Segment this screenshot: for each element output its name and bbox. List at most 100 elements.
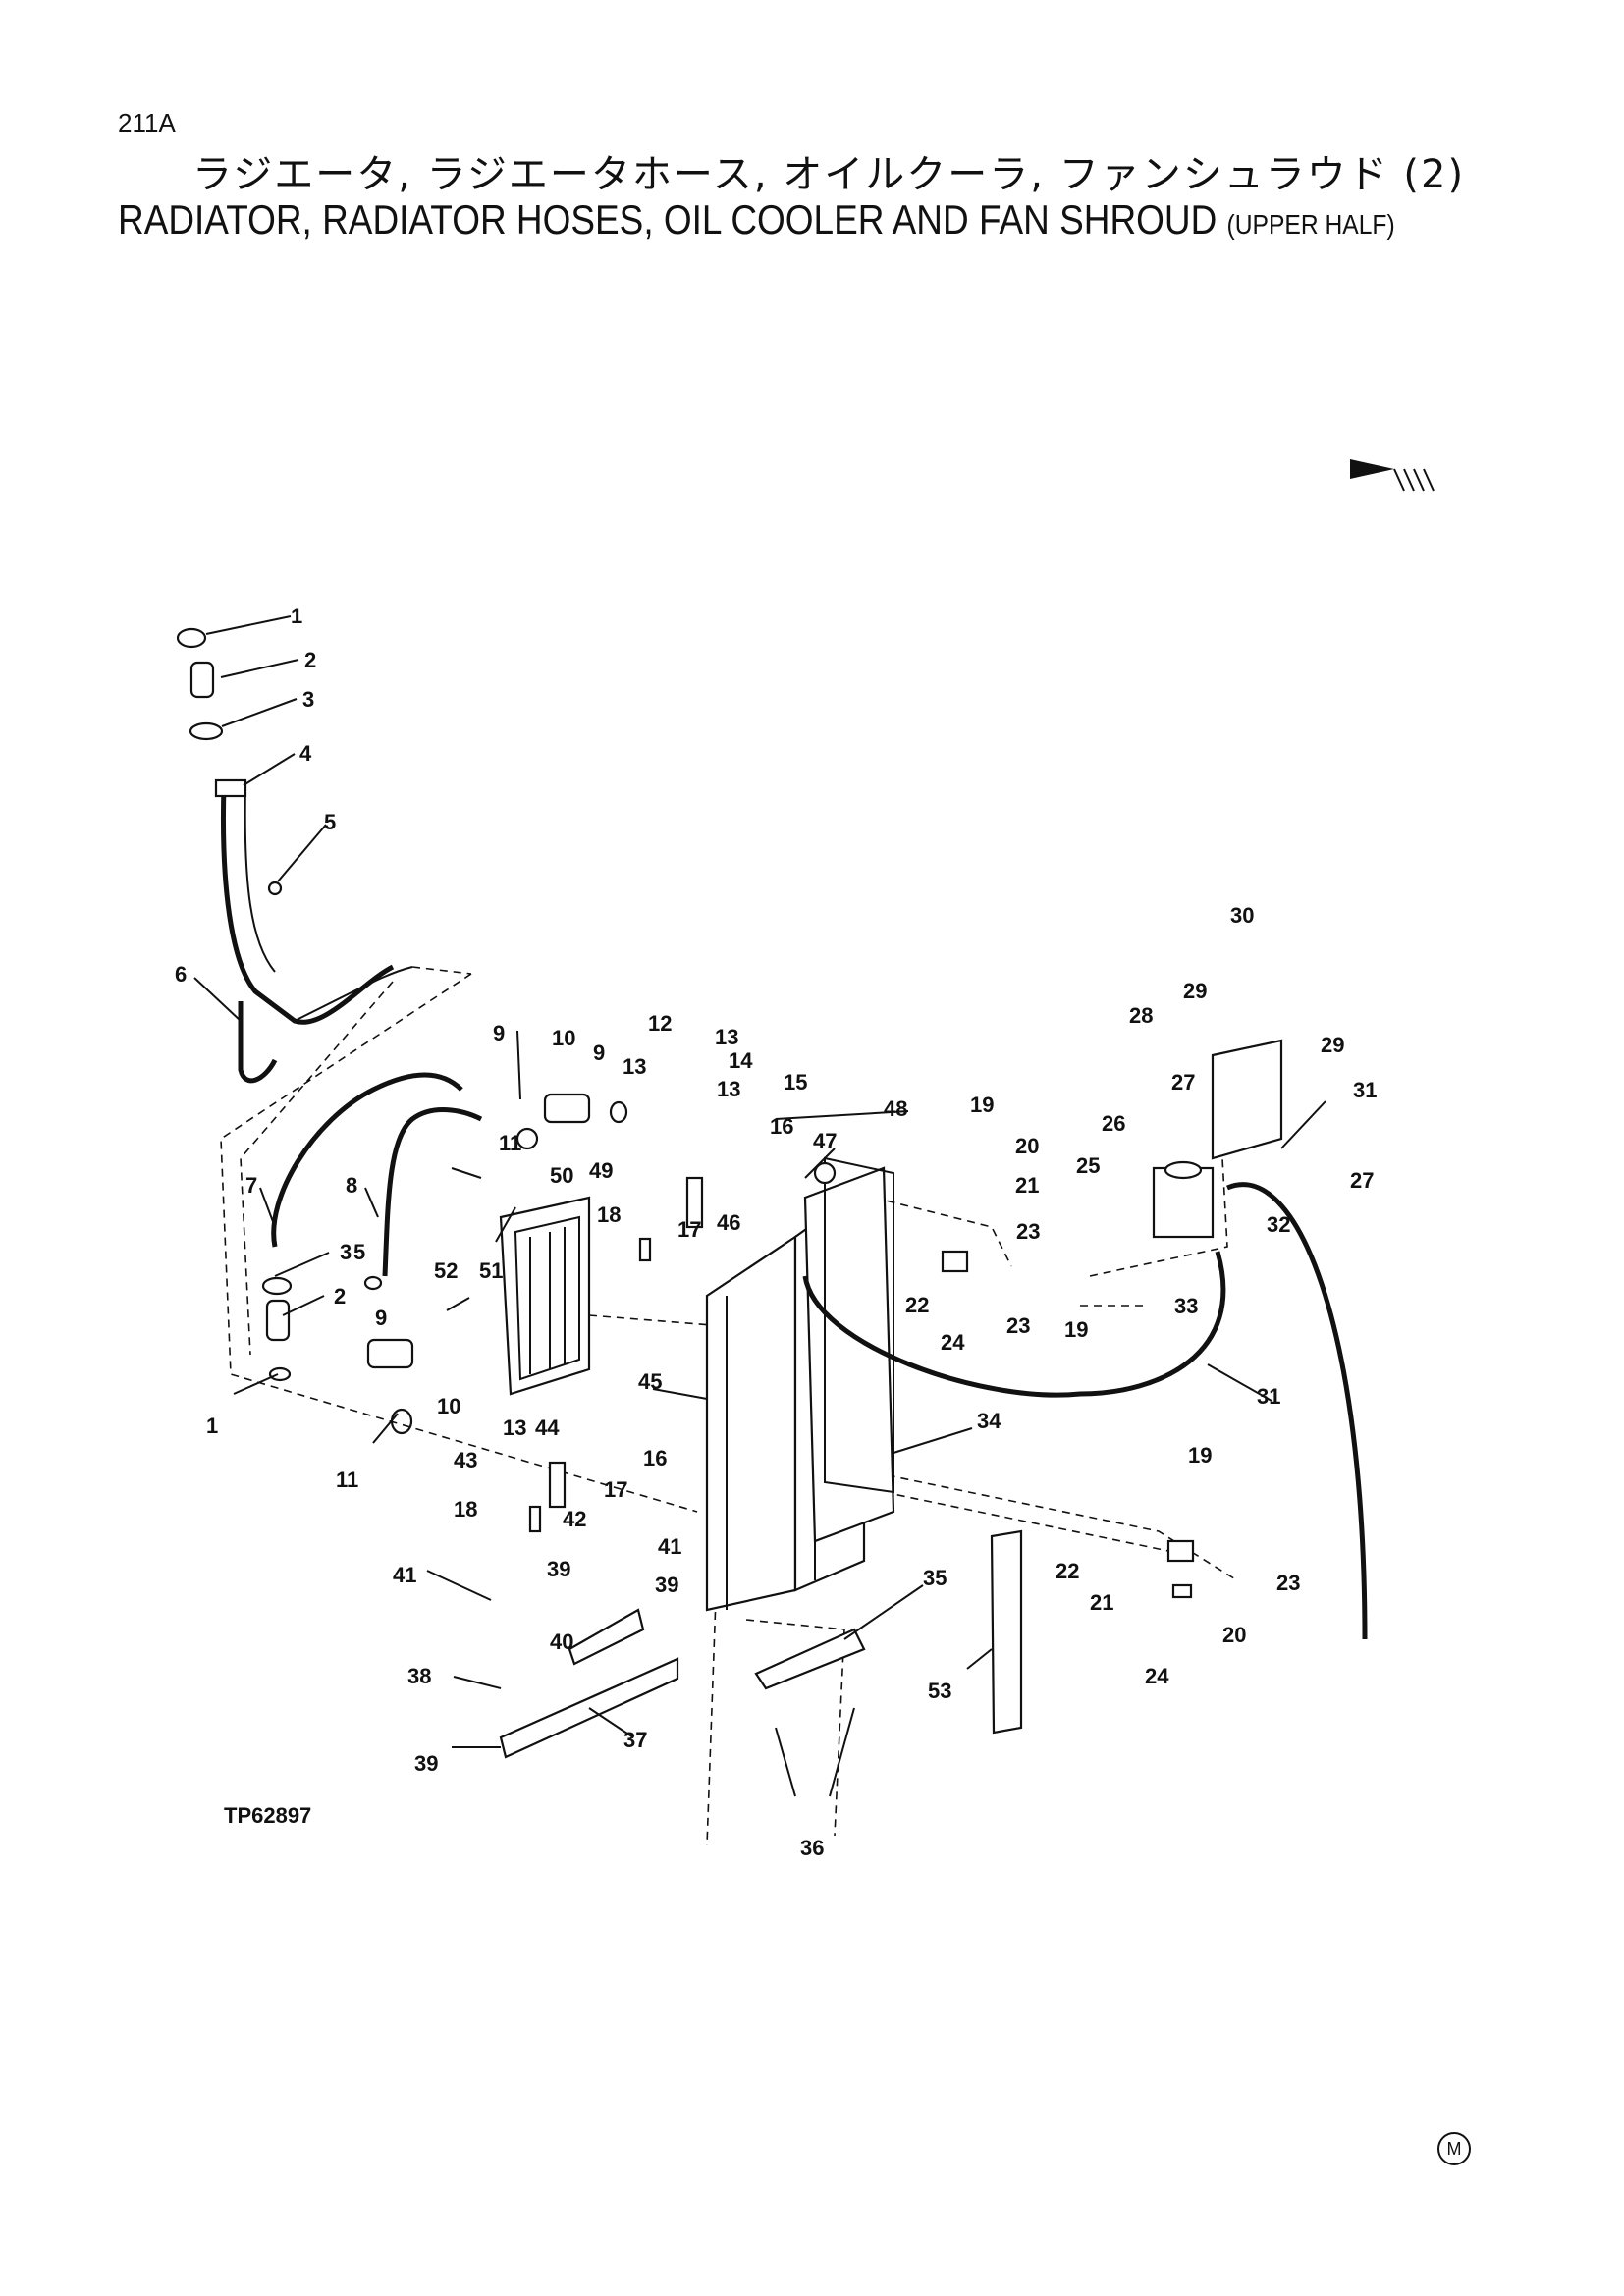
callout-17: 17 bbox=[677, 1217, 701, 1242]
callout-20b: 20 bbox=[1222, 1623, 1246, 1647]
mount-brackets bbox=[528, 1176, 1195, 1599]
callout-5b: 5 bbox=[353, 1240, 365, 1264]
callout-13d: 13 bbox=[503, 1415, 526, 1440]
callout-42: 42 bbox=[563, 1507, 586, 1531]
callout-10: 10 bbox=[552, 1026, 575, 1050]
callout-41a: 41 bbox=[393, 1563, 416, 1587]
callout-28: 28 bbox=[1129, 1003, 1153, 1028]
callout-9c: 9 bbox=[375, 1306, 387, 1330]
callout-43: 43 bbox=[454, 1448, 477, 1472]
front-direction-arrow-icon bbox=[1350, 459, 1435, 492]
callout-39c: 39 bbox=[655, 1573, 678, 1597]
page-code: 211A bbox=[118, 108, 176, 137]
callout-44: 44 bbox=[535, 1415, 560, 1440]
callout-14: 14 bbox=[729, 1048, 753, 1073]
callout-35: 35 bbox=[923, 1566, 947, 1590]
leader-lines bbox=[193, 615, 1326, 1797]
callout-38: 38 bbox=[407, 1664, 431, 1688]
callout-9: 9 bbox=[493, 1021, 505, 1045]
title-english: RADIATOR, RADIATOR HOSES, OIL COOLER AND… bbox=[118, 196, 1395, 243]
drawing-code: TP62897 bbox=[224, 1803, 312, 1828]
callout-1b: 1 bbox=[206, 1414, 218, 1438]
callout-21b: 21 bbox=[1090, 1590, 1113, 1615]
callout-13a: 13 bbox=[715, 1025, 738, 1049]
oil-cooler-shroud bbox=[803, 1156, 895, 1543]
callout-6: 6 bbox=[175, 962, 187, 987]
callout-37: 37 bbox=[623, 1728, 647, 1752]
callout-31a: 31 bbox=[1353, 1078, 1377, 1102]
callout-labels: 1 2 3 4 5 6 7 8 9 10 9 11 12 13 13 14 13… bbox=[175, 604, 1377, 1860]
callout-48: 48 bbox=[884, 1096, 907, 1121]
callout-49: 49 bbox=[589, 1158, 613, 1183]
callout-36: 36 bbox=[800, 1836, 824, 1860]
callout-3b: 3 bbox=[340, 1240, 352, 1264]
callout-16b: 16 bbox=[643, 1446, 667, 1470]
callout-27a: 27 bbox=[1171, 1070, 1195, 1095]
callout-30: 30 bbox=[1230, 903, 1254, 928]
title-english-main: RADIATOR, RADIATOR HOSES, OIL COOLER AND… bbox=[118, 196, 1218, 242]
callout-21a: 21 bbox=[1015, 1173, 1039, 1198]
callout-4: 4 bbox=[299, 741, 312, 766]
callout-15: 15 bbox=[784, 1070, 807, 1095]
callout-9b: 9 bbox=[593, 1041, 605, 1065]
callout-41b: 41 bbox=[658, 1534, 681, 1559]
callout-5: 5 bbox=[324, 810, 336, 834]
reservoir-tank bbox=[1152, 1039, 1283, 1239]
callout-31b: 31 bbox=[1257, 1384, 1280, 1409]
callout-23a: 23 bbox=[1016, 1219, 1040, 1244]
screen-panel bbox=[499, 1196, 591, 1396]
callout-17b: 17 bbox=[604, 1477, 627, 1502]
callout-10b: 10 bbox=[437, 1394, 460, 1418]
callout-29b: 29 bbox=[1321, 1033, 1344, 1057]
callout-24a: 24 bbox=[941, 1330, 965, 1355]
callout-39a: 39 bbox=[414, 1751, 438, 1776]
callout-2: 2 bbox=[304, 648, 316, 672]
callout-46: 46 bbox=[717, 1210, 740, 1235]
callout-34: 34 bbox=[977, 1409, 1001, 1433]
callout-23c: 23 bbox=[1276, 1571, 1300, 1595]
callout-50: 50 bbox=[550, 1163, 573, 1188]
callout-20a: 20 bbox=[1015, 1134, 1039, 1158]
lower-hose-assembly bbox=[261, 1072, 628, 1435]
callout-53: 53 bbox=[928, 1679, 951, 1703]
callout-22b: 22 bbox=[1056, 1559, 1079, 1583]
callout-13c: 13 bbox=[717, 1077, 740, 1101]
circled-m-mark: M bbox=[1437, 2132, 1471, 2165]
callout-16: 16 bbox=[770, 1114, 793, 1139]
callout-22a: 22 bbox=[905, 1293, 929, 1317]
callout-27b: 27 bbox=[1350, 1168, 1374, 1193]
callout-32: 32 bbox=[1267, 1212, 1290, 1237]
callout-45: 45 bbox=[638, 1369, 662, 1394]
callout-47: 47 bbox=[813, 1129, 837, 1153]
callout-29a: 29 bbox=[1183, 979, 1207, 1003]
callout-11: 11 bbox=[499, 1131, 521, 1155]
callout-23b: 23 bbox=[1006, 1313, 1030, 1338]
title-japanese: ラジエータ, ラジエータホース, オイルクーラ, ファンシュラウド (2) bbox=[192, 152, 1466, 197]
callout-18b: 18 bbox=[454, 1497, 477, 1522]
callout-39b: 39 bbox=[547, 1557, 570, 1581]
callout-26: 26 bbox=[1102, 1111, 1125, 1136]
callout-24b: 24 bbox=[1145, 1664, 1169, 1688]
title-english-sub: (UPPER HALF) bbox=[1226, 209, 1395, 240]
callout-52: 52 bbox=[434, 1258, 458, 1283]
callout-18: 18 bbox=[597, 1202, 621, 1227]
callout-1: 1 bbox=[291, 604, 302, 628]
callout-12: 12 bbox=[648, 1011, 672, 1036]
callout-25: 25 bbox=[1076, 1153, 1100, 1178]
callout-7: 7 bbox=[245, 1173, 257, 1198]
callout-51: 51 bbox=[479, 1258, 503, 1283]
callout-33: 33 bbox=[1174, 1294, 1198, 1318]
overflow-hose bbox=[802, 1182, 1368, 1640]
callout-19b: 19 bbox=[1064, 1317, 1088, 1342]
upper-hose-assembly bbox=[176, 627, 413, 1084]
callout-3: 3 bbox=[302, 687, 314, 712]
callout-2b: 2 bbox=[334, 1284, 346, 1308]
assembly-guide-lines bbox=[220, 966, 1238, 1846]
callout-40: 40 bbox=[550, 1629, 573, 1654]
callout-19a: 19 bbox=[970, 1093, 994, 1117]
callout-19c: 19 bbox=[1188, 1443, 1212, 1468]
callout-11b: 11 bbox=[336, 1468, 358, 1492]
callout-13b: 13 bbox=[623, 1054, 646, 1079]
callout-8: 8 bbox=[346, 1173, 357, 1198]
